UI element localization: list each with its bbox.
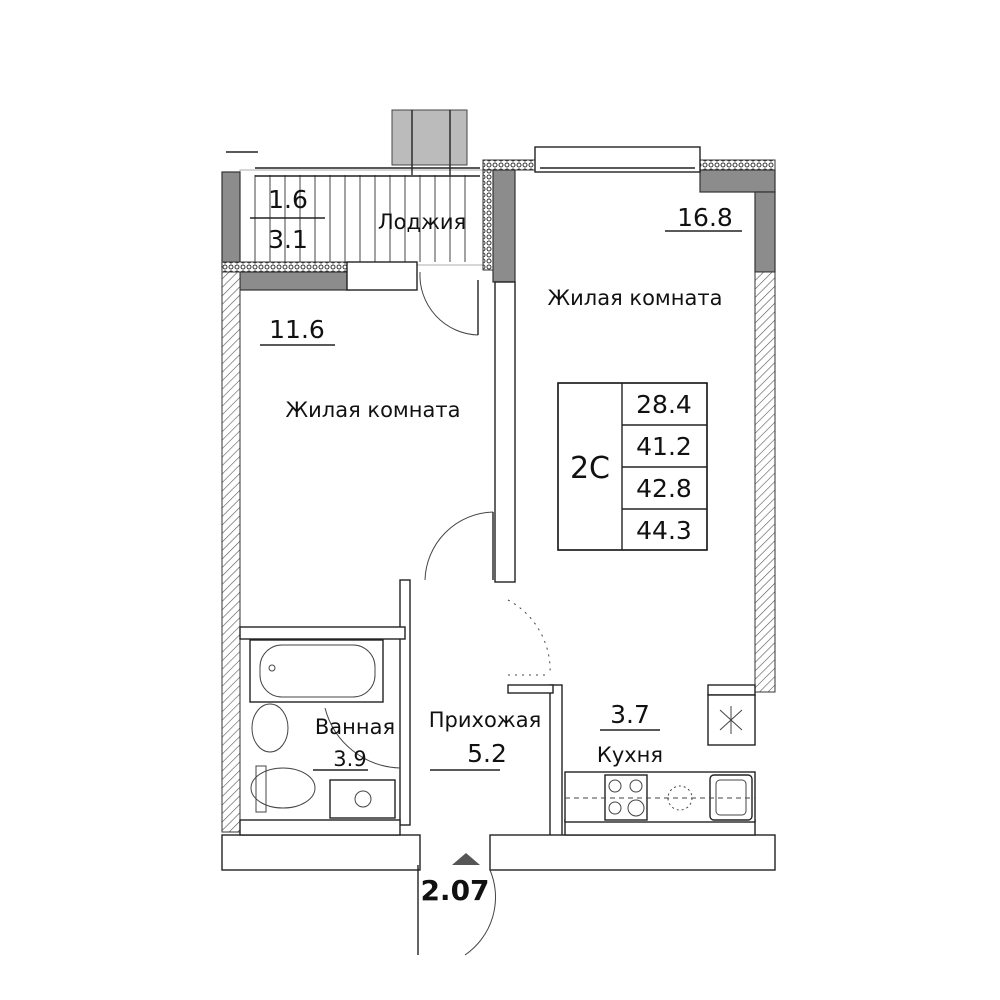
living-left-name: Жилая комната xyxy=(286,398,461,422)
living-left-area: 11.6 xyxy=(269,315,325,344)
loggia-labels: 1.6 3.1 Лоджия xyxy=(250,185,466,254)
entrance-marker-icon xyxy=(452,853,480,865)
summary-value: 44.3 xyxy=(636,516,692,545)
summary-value: 41.2 xyxy=(636,432,692,461)
walls xyxy=(221,146,776,871)
bathroom-fixtures xyxy=(249,639,396,819)
area-summary-table: 2С 28.4 41.2 42.8 44.3 xyxy=(557,382,708,551)
summary-value: 28.4 xyxy=(636,390,692,419)
doors xyxy=(324,271,551,956)
summary-value: 42.8 xyxy=(636,474,692,503)
loggia-name: Лоджия xyxy=(378,210,466,234)
hallway-area: 5.2 xyxy=(467,739,507,768)
bathroom-name: Ванная xyxy=(315,715,395,739)
living-right-area: 16.8 xyxy=(677,203,733,232)
apartment-type: 2С xyxy=(570,451,610,486)
living-right-name: Жилая комната xyxy=(548,286,723,310)
loggia-area-top: 1.6 xyxy=(268,185,308,214)
ceiling-height: 2.07 xyxy=(420,874,489,907)
kitchen-area: 3.7 xyxy=(610,700,650,729)
bathroom-area: 3.9 xyxy=(333,747,366,771)
hallway-name: Прихожая xyxy=(429,708,541,732)
loggia-area-bottom: 3.1 xyxy=(268,225,308,254)
kitchen-name: Кухня xyxy=(597,743,663,767)
loggia xyxy=(226,109,491,266)
kitchen-fixtures xyxy=(564,694,756,823)
